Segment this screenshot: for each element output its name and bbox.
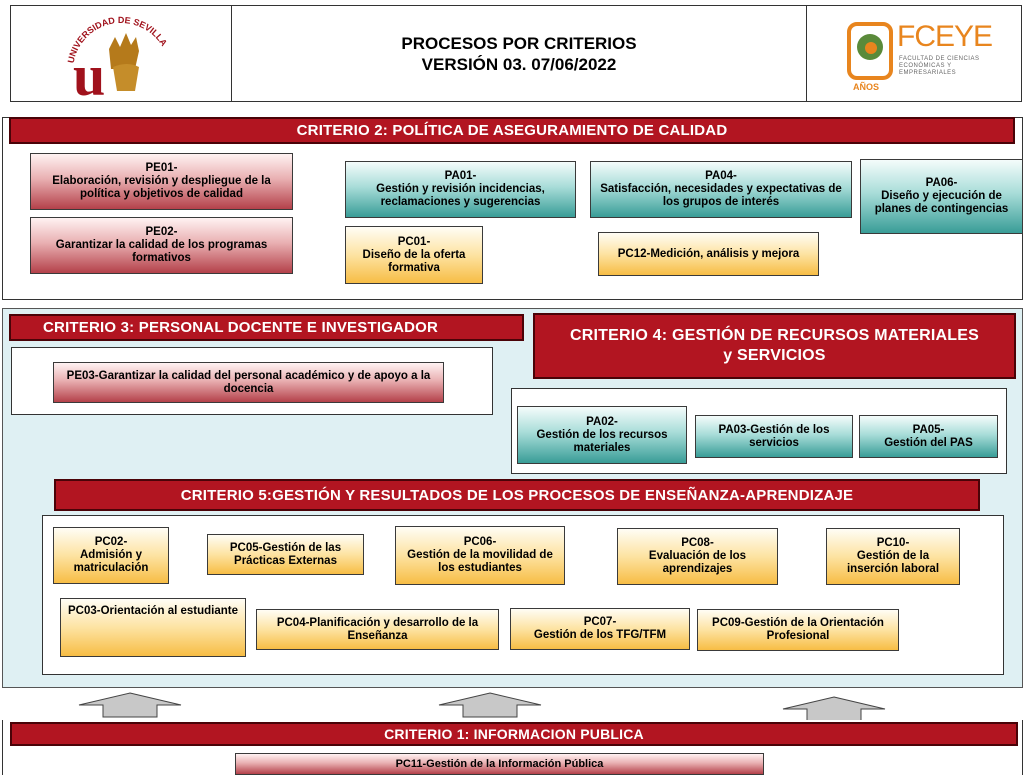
pc02-box: PC02-Admisión y matriculación <box>53 527 169 584</box>
title-line-1: PROCESOS POR CRITERIOS <box>401 33 637 53</box>
fceye-emblem-icon <box>847 22 893 80</box>
svg-text:u: u <box>73 43 105 99</box>
criterio-1-banner: CRITERIO 1: INFORMACION PUBLICA <box>10 722 1018 746</box>
criterio-3-banner: CRITERIO 3: PERSONAL DOCENTE E INVESTIGA… <box>9 314 524 341</box>
criterio-4-banner: CRITERIO 4: GESTIÓN DE RECURSOS MATERIAL… <box>533 313 1016 379</box>
up-arrow-icon <box>438 692 542 718</box>
pc09-box: PC09-Gestión de la Orientación Profesion… <box>697 609 899 651</box>
pc04-box: PC04-Planificación y desarrollo de la En… <box>256 609 499 650</box>
pc10-box: PC10-Gestión de la inserción laboral <box>826 528 960 585</box>
pe03-box: PE03-Garantizar la calidad del personal … <box>53 362 444 403</box>
pc01-box: PC01-Diseño de la oferta formativa <box>345 226 483 284</box>
pc03-box: PC03-Orientación al estudiante <box>60 598 246 657</box>
pc05-box: PC05-Gestión de las Prácticas Externas <box>207 534 364 575</box>
criterio-2-banner: CRITERIO 2: POLÍTICA DE ASEGURAMIENTO DE… <box>9 117 1015 144</box>
pc08-box: PC08-Evaluación de los aprendizajes <box>617 528 778 585</box>
pa04-box: PA04-Satisfacción, necesidades y expecta… <box>590 161 852 218</box>
pa01-box: PA01-Gestión y revisión incidencias, rec… <box>345 161 576 218</box>
fceye-brand: FCEYE <box>897 20 993 53</box>
pe01-box: PE01-Elaboración, revisión y despliegue … <box>30 153 293 210</box>
fceye-subtitle: FACULTAD DE CIENCIAS ECONÓMICAS Y EMPRES… <box>899 56 980 76</box>
pc07-box: PC07-Gestión de los TFG/TFM <box>510 608 690 650</box>
pa06-box: PA06-Diseño y ejecución de planes de con… <box>860 159 1023 234</box>
title-line-2: VERSIÓN 03. 07/06/2022 <box>421 54 617 74</box>
fceye-anos: AÑOS <box>853 82 880 92</box>
up-arrow-icon <box>78 692 182 718</box>
pe02-box: PE02-Garantizar la calidad de los progra… <box>30 217 293 274</box>
right-logo-cell: FCEYE FACULTAD DE CIENCIAS ECONÓMICAS Y … <box>806 6 1021 101</box>
university-seal-icon: UNIVERSIDAD DE SEVILLA u <box>66 15 170 99</box>
header-title: PROCESOS POR CRITERIOS VERSIÓN 03. 07/06… <box>232 6 806 101</box>
pa05-box: PA05-Gestión del PAS <box>859 415 998 458</box>
left-logo-cell: UNIVERSIDAD DE SEVILLA u <box>11 6 232 101</box>
pa03-box: PA03-Gestión de los servicios <box>695 415 853 458</box>
pc11-box: PC11-Gestión de la Información Pública <box>235 753 764 775</box>
up-arrow-icon <box>782 696 886 722</box>
pc12-box: PC12-Medición, análisis y mejora <box>598 232 819 276</box>
pc06-box: PC06-Gestión de la movilidad de los estu… <box>395 526 565 585</box>
pa02-box: PA02-Gestión de los recursos materiales <box>517 406 687 464</box>
header: UNIVERSIDAD DE SEVILLA u PROCESOS POR CR… <box>10 5 1022 102</box>
criterio-5-banner: CRITERIO 5:GESTIÓN Y RESULTADOS DE LOS P… <box>54 479 980 511</box>
